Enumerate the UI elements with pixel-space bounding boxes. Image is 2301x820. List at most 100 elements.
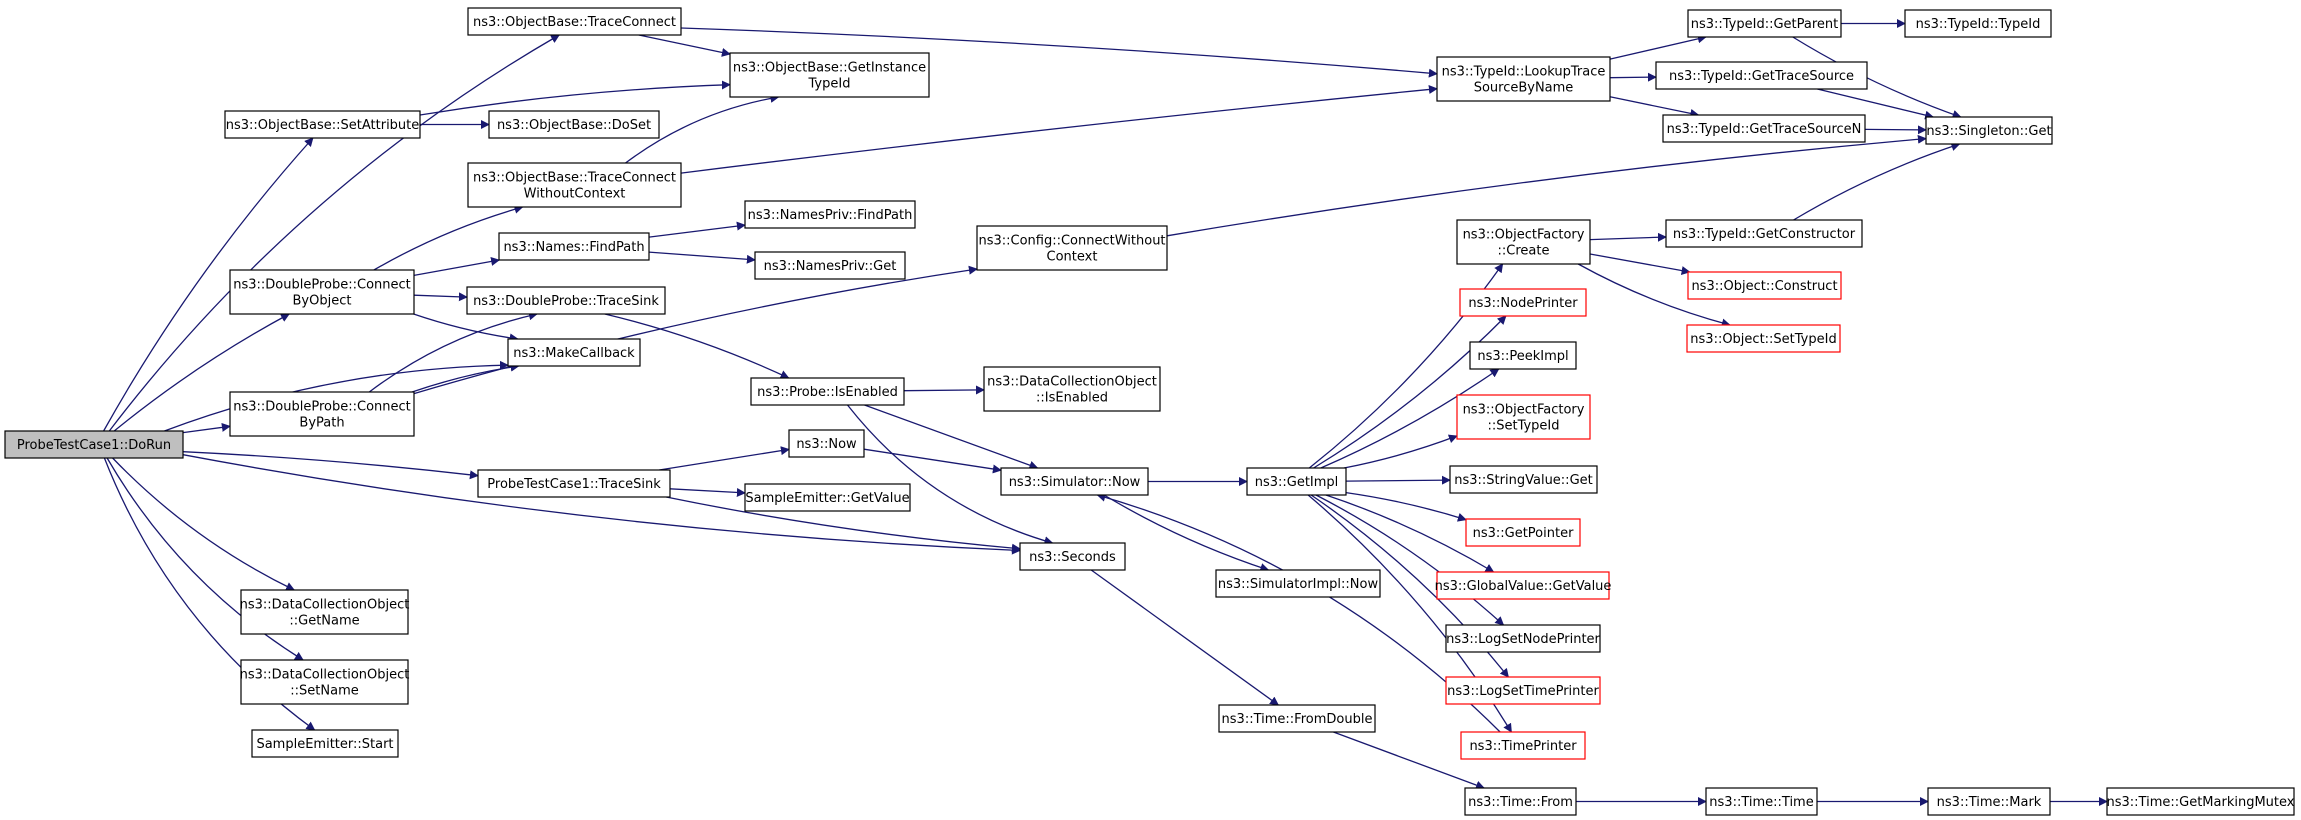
node-time-time[interactable]: ns3::Time::Time [1705, 787, 1818, 816]
node-box [466, 286, 666, 315]
node-box [1925, 116, 2053, 145]
node-simimpl-now[interactable]: ns3::SimulatorImpl::Now [1215, 569, 1381, 598]
node-label: ns3::Time::Time [1709, 795, 1813, 810]
node-ob-traceconnect-wc[interactable]: ns3::ObjectBase::TraceConnectWithoutCont… [467, 162, 682, 208]
node-typeid-gettracesource[interactable]: ns3::TypeId::GetTraceSource [1655, 61, 1868, 90]
node-typeid-getconstructor[interactable]: ns3::TypeId::GetConstructor [1665, 219, 1863, 248]
node-label: ns3::DataCollectionObject [987, 375, 1157, 390]
node-label: ns3::NamesPriv::Get [764, 259, 897, 274]
node-box [240, 659, 409, 705]
node-label: ns3::Object::SetTypeId [1690, 332, 1836, 347]
node-label: ns3::DataCollectionObject [240, 668, 410, 683]
node-ob-setattribute[interactable]: ns3::ObjectBase::SetAttribute [224, 110, 421, 139]
node-box [983, 366, 1161, 412]
call-edge-dp_connect_bypath-to-config_connect_wc [413, 265, 978, 395]
node-box [1927, 787, 2051, 816]
node-singleton-get[interactable]: ns3::Singleton::Get [1925, 116, 2053, 145]
node-timeprinter[interactable]: ns3::TimePrinter [1460, 731, 1586, 760]
node-logsetnodeprinter[interactable]: ns3::LogSetNodePrinter [1445, 624, 1601, 653]
node-box [1436, 56, 1611, 102]
node-label: ns3::PeekImpl [1477, 349, 1568, 364]
node-root[interactable]: ProbeTestCase1::DoRun [4, 430, 184, 459]
node-box [1464, 787, 1577, 816]
node-of-create[interactable]: ns3::ObjectFactory::Create [1456, 219, 1591, 265]
node-time-from[interactable]: ns3::Time::From [1464, 787, 1577, 816]
node-names-findpath[interactable]: ns3::Names::FindPath [498, 232, 650, 261]
node-label: ::SetTypeId [1487, 419, 1559, 434]
node-sim-now[interactable]: ns3::Simulator::Now [1000, 467, 1149, 496]
node-box [1459, 288, 1587, 317]
call-edge-root-to-dco_getname [112, 457, 296, 591]
node-of-settypeid[interactable]: ns3::ObjectFactory::SetTypeId [1456, 394, 1591, 440]
call-edge-timeprinter-to-sim_now [1096, 492, 1501, 733]
node-label: ns3::GetImpl [1255, 475, 1339, 490]
node-seconds[interactable]: ns3::Seconds [1019, 542, 1126, 571]
node-namespriv-findpath[interactable]: ns3::NamesPriv::FindPath [744, 200, 916, 229]
node-box [1705, 787, 1818, 816]
node-label: ns3::Object::Construct [1691, 279, 1837, 294]
node-getimpl[interactable]: ns3::GetImpl [1246, 467, 1347, 496]
node-se-start[interactable]: SampleEmitter::Start [251, 729, 399, 758]
node-globalvalue-getvalue[interactable]: ns3::GlobalValue::GetValue [1435, 571, 1612, 600]
node-box [229, 269, 415, 315]
node-dp-tracesink[interactable]: ns3::DoubleProbe::TraceSink [466, 286, 666, 315]
call-edge-root-to-ptc_tracesink [182, 451, 479, 480]
node-ob-doset[interactable]: ns3::ObjectBase::DoSet [488, 110, 660, 139]
call-edge-typeid_lookuptrace-to-typeid_gettracesourcen [1609, 96, 1700, 118]
node-dco-setname[interactable]: ns3::DataCollectionObject::SetName [240, 659, 410, 705]
node-label: ns3::Time::Mark [1937, 795, 2042, 810]
node-label: ns3::StringValue::Get [1454, 473, 1592, 488]
node-label: ns3::TypeId::GetTraceSourceN [1667, 122, 1862, 137]
function-nodes: ProbeTestCase1::DoRun ns3::ObjectBase::Tr… [4, 7, 2295, 816]
node-label: ns3::Time::FromDouble [1222, 712, 1373, 727]
node-typeid-gettracesourcen[interactable]: ns3::TypeId::GetTraceSourceN [1662, 114, 1866, 143]
node-se-getvalue[interactable]: SampleEmitter::GetValue [744, 483, 911, 512]
node-label: SampleEmitter::GetValue [745, 491, 909, 506]
node-dco-isenabled[interactable]: ns3::DataCollectionObject::IsEnabled [983, 366, 1161, 412]
node-label: ns3::DoubleProbe::TraceSink [473, 294, 659, 309]
node-time-fromdouble[interactable]: ns3::Time::FromDouble [1218, 704, 1376, 733]
node-ob-traceconnect[interactable]: ns3::ObjectBase::TraceConnect [467, 7, 682, 36]
node-getpointer[interactable]: ns3::GetPointer [1465, 518, 1581, 547]
node-box [4, 430, 184, 459]
node-label: ns3::DoubleProbe::Connect [233, 400, 411, 415]
node-time-mark[interactable]: ns3::Time::Mark [1927, 787, 2051, 816]
node-label: ns3::TypeId::GetConstructor [1673, 227, 1856, 242]
node-ns3-now[interactable]: ns3::Now [788, 429, 865, 458]
node-time-getmarkingmutex[interactable]: ns3::Time::GetMarkingMutex [2106, 787, 2295, 816]
node-dco-getname[interactable]: ns3::DataCollectionObject::GetName [240, 589, 410, 635]
call-edge-getimpl-to-stringvalue_get [1345, 475, 1451, 485]
node-makecallback[interactable]: ns3::MakeCallback [507, 338, 641, 367]
node-box [750, 377, 905, 406]
node-logsettimeprinter[interactable]: ns3::LogSetTimePrinter [1445, 676, 1601, 705]
node-label: ProbeTestCase1::TraceSink [487, 477, 661, 492]
call-edge-getimpl-to-logsetnodeprinter [1315, 494, 1505, 626]
node-stringvalue-get[interactable]: ns3::StringValue::Get [1449, 465, 1598, 494]
node-namespriv-get[interactable]: ns3::NamesPriv::Get [754, 251, 906, 280]
node-object-construct[interactable]: ns3::Object::Construct [1687, 271, 1842, 300]
node-peekimpl[interactable]: ns3::PeekImpl [1469, 341, 1577, 370]
node-ptc-tracesink[interactable]: ProbeTestCase1::TraceSink [477, 469, 671, 498]
call-edge-ob_traceconnect-to-typeid_lookuptrace [680, 27, 1438, 78]
node-label: Context [1047, 250, 1098, 265]
call-edge-getimpl-to-peekimpl [1320, 368, 1500, 469]
node-object-settypeid[interactable]: ns3::Object::SetTypeId [1686, 324, 1841, 353]
node-box [467, 162, 682, 208]
node-nodeprinter[interactable]: ns3::NodePrinter [1459, 288, 1587, 317]
node-label: ns3::GlobalValue::GetValue [1435, 579, 1612, 594]
node-label: TypeId [808, 77, 851, 92]
node-typeid-typeid[interactable]: ns3::TypeId::TypeId [1904, 9, 2052, 38]
node-box [488, 110, 660, 139]
node-probe-isenabled[interactable]: ns3::Probe::IsEnabled [750, 377, 905, 406]
call-edge-typeid_getparent-to-singleton_get [1792, 36, 1962, 119]
node-box [1000, 467, 1149, 496]
node-label: ByObject [293, 294, 352, 309]
call-edge-typeid_lookuptrace-to-typeid_gettracesource [1609, 72, 1657, 82]
node-typeid-getparent[interactable]: ns3::TypeId::GetParent [1687, 9, 1842, 38]
node-label: WithoutContext [524, 187, 626, 202]
